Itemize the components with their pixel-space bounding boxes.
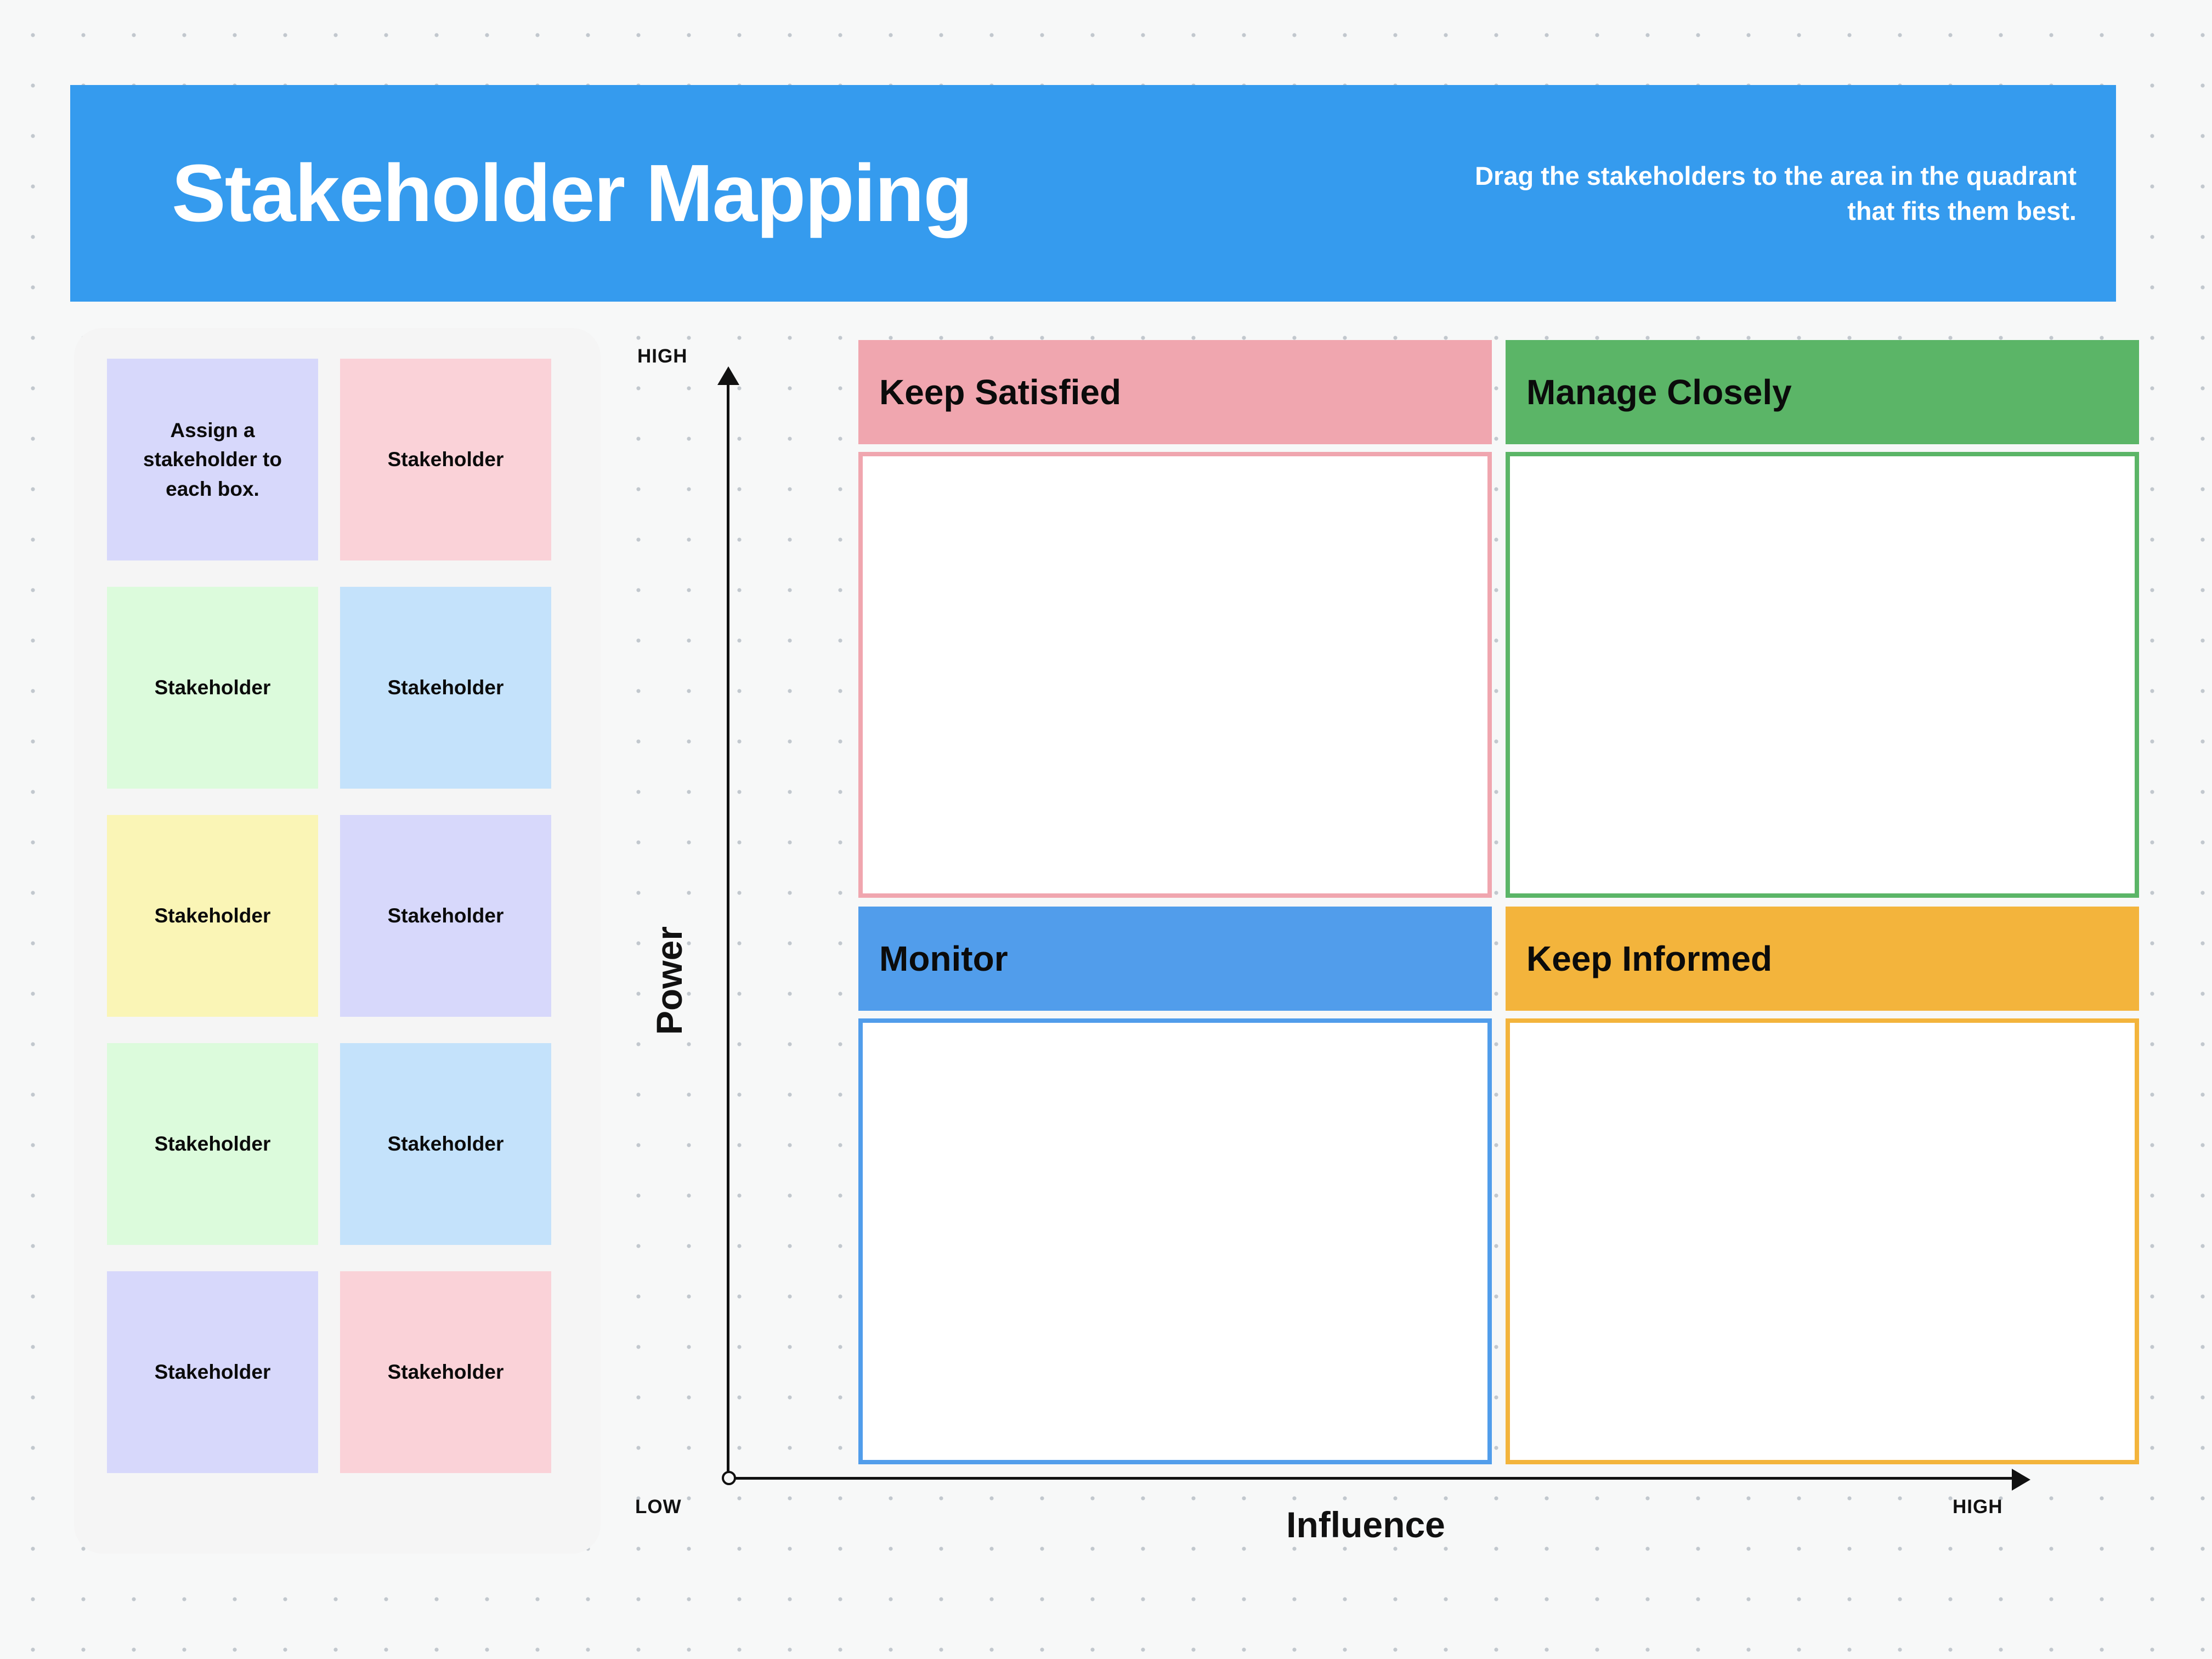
stakeholder-card[interactable]: Stakeholder: [340, 1043, 551, 1245]
header-subtitle: Drag the stakeholders to the area in the…: [1475, 161, 2077, 225]
y-axis-arrow-icon: [717, 366, 739, 385]
quadrant-title: Keep Informed: [1506, 907, 2139, 1011]
stakeholder-card[interactable]: Stakeholder: [340, 359, 551, 560]
x-axis-low-label: LOW: [635, 1496, 682, 1518]
stakeholder-card[interactable]: Stakeholder: [340, 1271, 551, 1473]
stakeholder-card[interactable]: Stakeholder: [107, 815, 318, 1017]
page-title: Stakeholder Mapping: [172, 148, 973, 239]
stakeholder-card[interactable]: Stakeholder: [107, 587, 318, 789]
x-axis-title: Influence: [1286, 1504, 1445, 1545]
stakeholder-card[interactable]: Assign a stakeholder to each box.: [107, 359, 318, 560]
stakeholder-tray: Assign a stakeholder to each box. Stakeh…: [74, 328, 601, 1554]
quadrant-dropzone-monitor[interactable]: [858, 1018, 1492, 1464]
quadrant-title: Keep Satisfied: [858, 340, 1492, 444]
stakeholder-card[interactable]: Stakeholder: [340, 815, 551, 1017]
header-banner: Stakeholder Mapping Drag the stakeholder…: [70, 85, 2116, 302]
quadrant-keep-informed: Keep Informed: [1506, 907, 2139, 1464]
y-axis-high-label: HIGH: [637, 346, 688, 367]
quadrant-manage-closely: Manage Closely: [1506, 340, 2139, 898]
quadrant-dropzone-keep-informed[interactable]: [1506, 1018, 2139, 1464]
quadrant-dropzone-keep-satisfied[interactable]: [858, 452, 1492, 898]
stakeholder-card[interactable]: Stakeholder: [340, 587, 551, 789]
stakeholder-matrix: HIGH LOW HIGH Power Influence Keep Satis…: [625, 340, 2139, 1618]
x-axis-line: [731, 1477, 2017, 1480]
stakeholder-card[interactable]: Stakeholder: [107, 1271, 318, 1473]
x-axis-high-label: HIGH: [1953, 1496, 2003, 1518]
quadrant-dropzone-manage-closely[interactable]: [1506, 452, 2139, 898]
axis-origin-dot-icon: [722, 1471, 736, 1485]
quadrant-grid: Keep Satisfied Manage Closely Monitor Ke…: [858, 340, 2139, 1464]
quadrant-title: Monitor: [858, 907, 1492, 1011]
quadrant-monitor: Monitor: [858, 907, 1492, 1464]
y-axis-title: Power: [649, 926, 689, 1035]
stakeholder-grid: Assign a stakeholder to each box. Stakeh…: [107, 359, 568, 1473]
quadrant-keep-satisfied: Keep Satisfied: [858, 340, 1492, 898]
x-axis-arrow-icon: [2012, 1469, 2030, 1491]
y-axis-line: [727, 380, 729, 1479]
stakeholder-card[interactable]: Stakeholder: [107, 1043, 318, 1245]
quadrant-title: Manage Closely: [1506, 340, 2139, 444]
